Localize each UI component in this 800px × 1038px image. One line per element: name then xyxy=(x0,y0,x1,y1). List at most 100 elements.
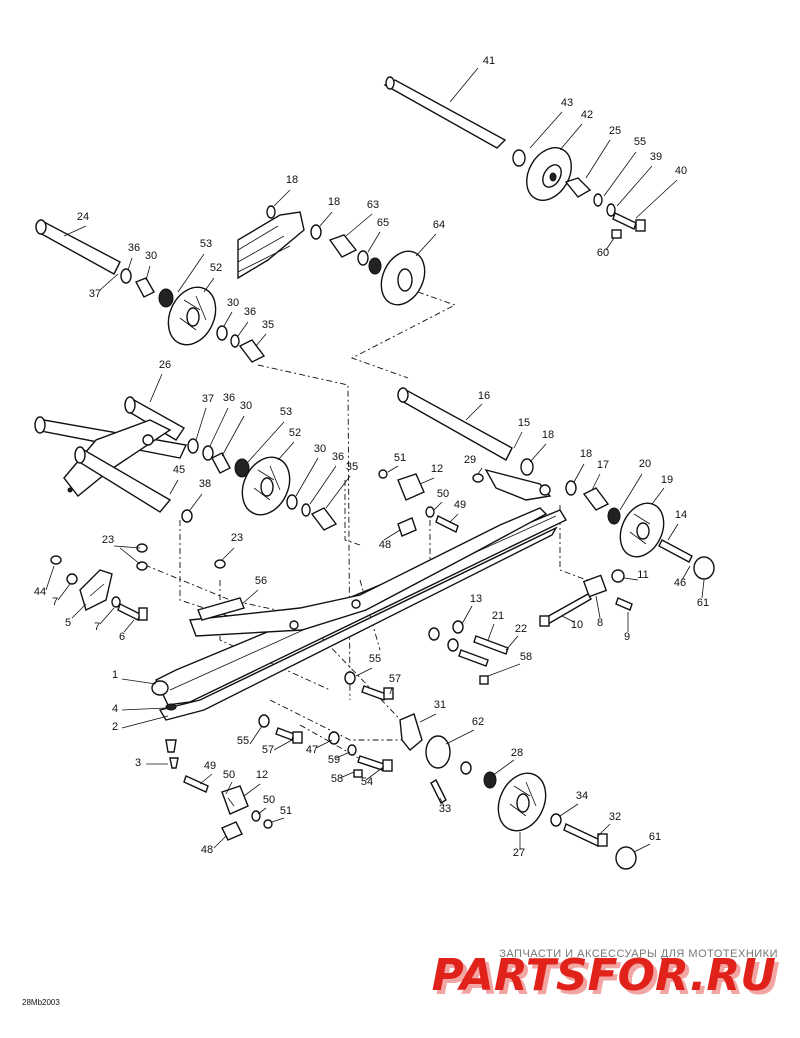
callout-leaders xyxy=(45,67,705,853)
bolt-40 xyxy=(612,212,646,232)
callout-34: 34 xyxy=(576,790,588,802)
diagram-code: 28Mb2003 xyxy=(22,998,60,1007)
callout-36: 36 xyxy=(244,306,256,318)
center-bolts xyxy=(344,620,509,701)
watermark-caption: ЗАПЧАСТИ И АКСЕССУАРЫ ДЛЯ МОТОТЕХНИКИ xyxy=(499,948,778,960)
callout-30: 30 xyxy=(314,443,326,455)
callout-48: 48 xyxy=(379,539,391,551)
callout-45: 45 xyxy=(173,464,185,476)
callout-18: 18 xyxy=(328,196,340,208)
nut-60 xyxy=(611,229,622,239)
callout-53: 53 xyxy=(280,406,292,418)
callout-27: 27 xyxy=(513,847,525,859)
callout-55: 55 xyxy=(369,653,381,665)
callout-52: 52 xyxy=(289,427,301,439)
bolt-14 xyxy=(658,539,715,580)
washer-55-top xyxy=(593,193,603,207)
callout-7: 7 xyxy=(52,596,58,608)
callout-24: 24 xyxy=(77,211,89,223)
block-12-upper xyxy=(378,468,552,537)
shaft-24 xyxy=(35,219,121,275)
callout-31: 31 xyxy=(434,699,446,711)
callout-35: 35 xyxy=(346,461,358,473)
callout-12: 12 xyxy=(431,463,443,475)
bolt-33 xyxy=(430,779,447,804)
callout-35: 35 xyxy=(262,319,274,331)
spacer-35-lower xyxy=(181,494,338,531)
callout-49: 49 xyxy=(204,760,216,772)
stopper-5 xyxy=(50,543,226,621)
callout-50: 50 xyxy=(437,488,449,500)
callout-29: 29 xyxy=(464,454,476,466)
callout-36: 36 xyxy=(332,451,344,463)
callout-50: 50 xyxy=(223,769,235,781)
wheel-42 xyxy=(526,147,572,201)
callout-30: 30 xyxy=(240,400,252,412)
callout-51: 51 xyxy=(280,805,292,817)
callout-57: 57 xyxy=(389,673,401,685)
callout-19: 19 xyxy=(661,474,673,486)
callout-25: 25 xyxy=(609,125,621,137)
callout-44: 44 xyxy=(34,586,46,598)
callout-1: 1 xyxy=(112,669,118,681)
callout-48: 48 xyxy=(201,844,213,856)
callout-51: 51 xyxy=(394,452,406,464)
callout-36: 36 xyxy=(223,392,235,404)
watermark-logo: PARTSFOR.RU xyxy=(432,950,776,1001)
slide-rail-frame xyxy=(151,507,567,753)
callout-58: 58 xyxy=(520,651,532,663)
callout-13: 13 xyxy=(470,593,482,605)
callout-32: 32 xyxy=(609,811,621,823)
callout-26: 26 xyxy=(159,359,171,371)
callout-23: 23 xyxy=(231,532,243,544)
callout-16: 16 xyxy=(478,390,490,402)
callout-22: 22 xyxy=(515,623,527,635)
callout-65: 65 xyxy=(377,217,389,229)
callout-42: 42 xyxy=(581,109,593,121)
callout-30: 30 xyxy=(227,297,239,309)
callout-56: 56 xyxy=(255,575,267,587)
spacer-35-upper xyxy=(216,325,266,363)
callout-2: 2 xyxy=(112,721,118,733)
callout-54: 54 xyxy=(361,776,373,788)
callout-33: 33 xyxy=(439,803,451,815)
callout-53: 53 xyxy=(200,238,212,250)
callout-8: 8 xyxy=(597,617,603,629)
callout-18: 18 xyxy=(542,429,554,441)
callout-21: 21 xyxy=(492,610,504,622)
callout-14: 14 xyxy=(675,509,687,521)
wheel-52-lower xyxy=(241,456,291,516)
callout-23: 23 xyxy=(102,534,114,546)
callout-18: 18 xyxy=(286,174,298,186)
bearing-65 xyxy=(357,250,382,275)
callout-39: 39 xyxy=(650,151,662,163)
callout-20: 20 xyxy=(639,458,651,470)
bracket-upper xyxy=(237,205,322,280)
assembly-guide-lines xyxy=(144,291,601,771)
callout-4: 4 xyxy=(112,703,118,715)
lower-bolts xyxy=(258,714,393,778)
spacer-17-group xyxy=(565,480,621,525)
wheel-64 xyxy=(380,250,426,306)
washer-set-mid-left xyxy=(187,438,250,478)
shaft-41 xyxy=(383,76,507,149)
callout-57: 57 xyxy=(262,744,274,756)
washer-set-upper-left xyxy=(120,268,174,308)
callout-63: 63 xyxy=(367,199,379,211)
callout-49: 49 xyxy=(454,499,466,511)
callout-62: 62 xyxy=(472,716,484,728)
callout-41: 41 xyxy=(483,55,495,67)
callout-10: 10 xyxy=(571,619,583,631)
callout-37: 37 xyxy=(89,288,101,300)
wheel-52-upper xyxy=(167,286,217,346)
callout-30: 30 xyxy=(145,250,157,262)
callout-60: 60 xyxy=(597,247,609,259)
callout-11: 11 xyxy=(637,569,648,581)
callout-7: 7 xyxy=(94,621,100,633)
callout-47: 47 xyxy=(306,744,318,756)
bracket-8-11 xyxy=(539,569,633,627)
callout-36: 36 xyxy=(128,242,140,254)
callout-55: 55 xyxy=(237,735,249,747)
